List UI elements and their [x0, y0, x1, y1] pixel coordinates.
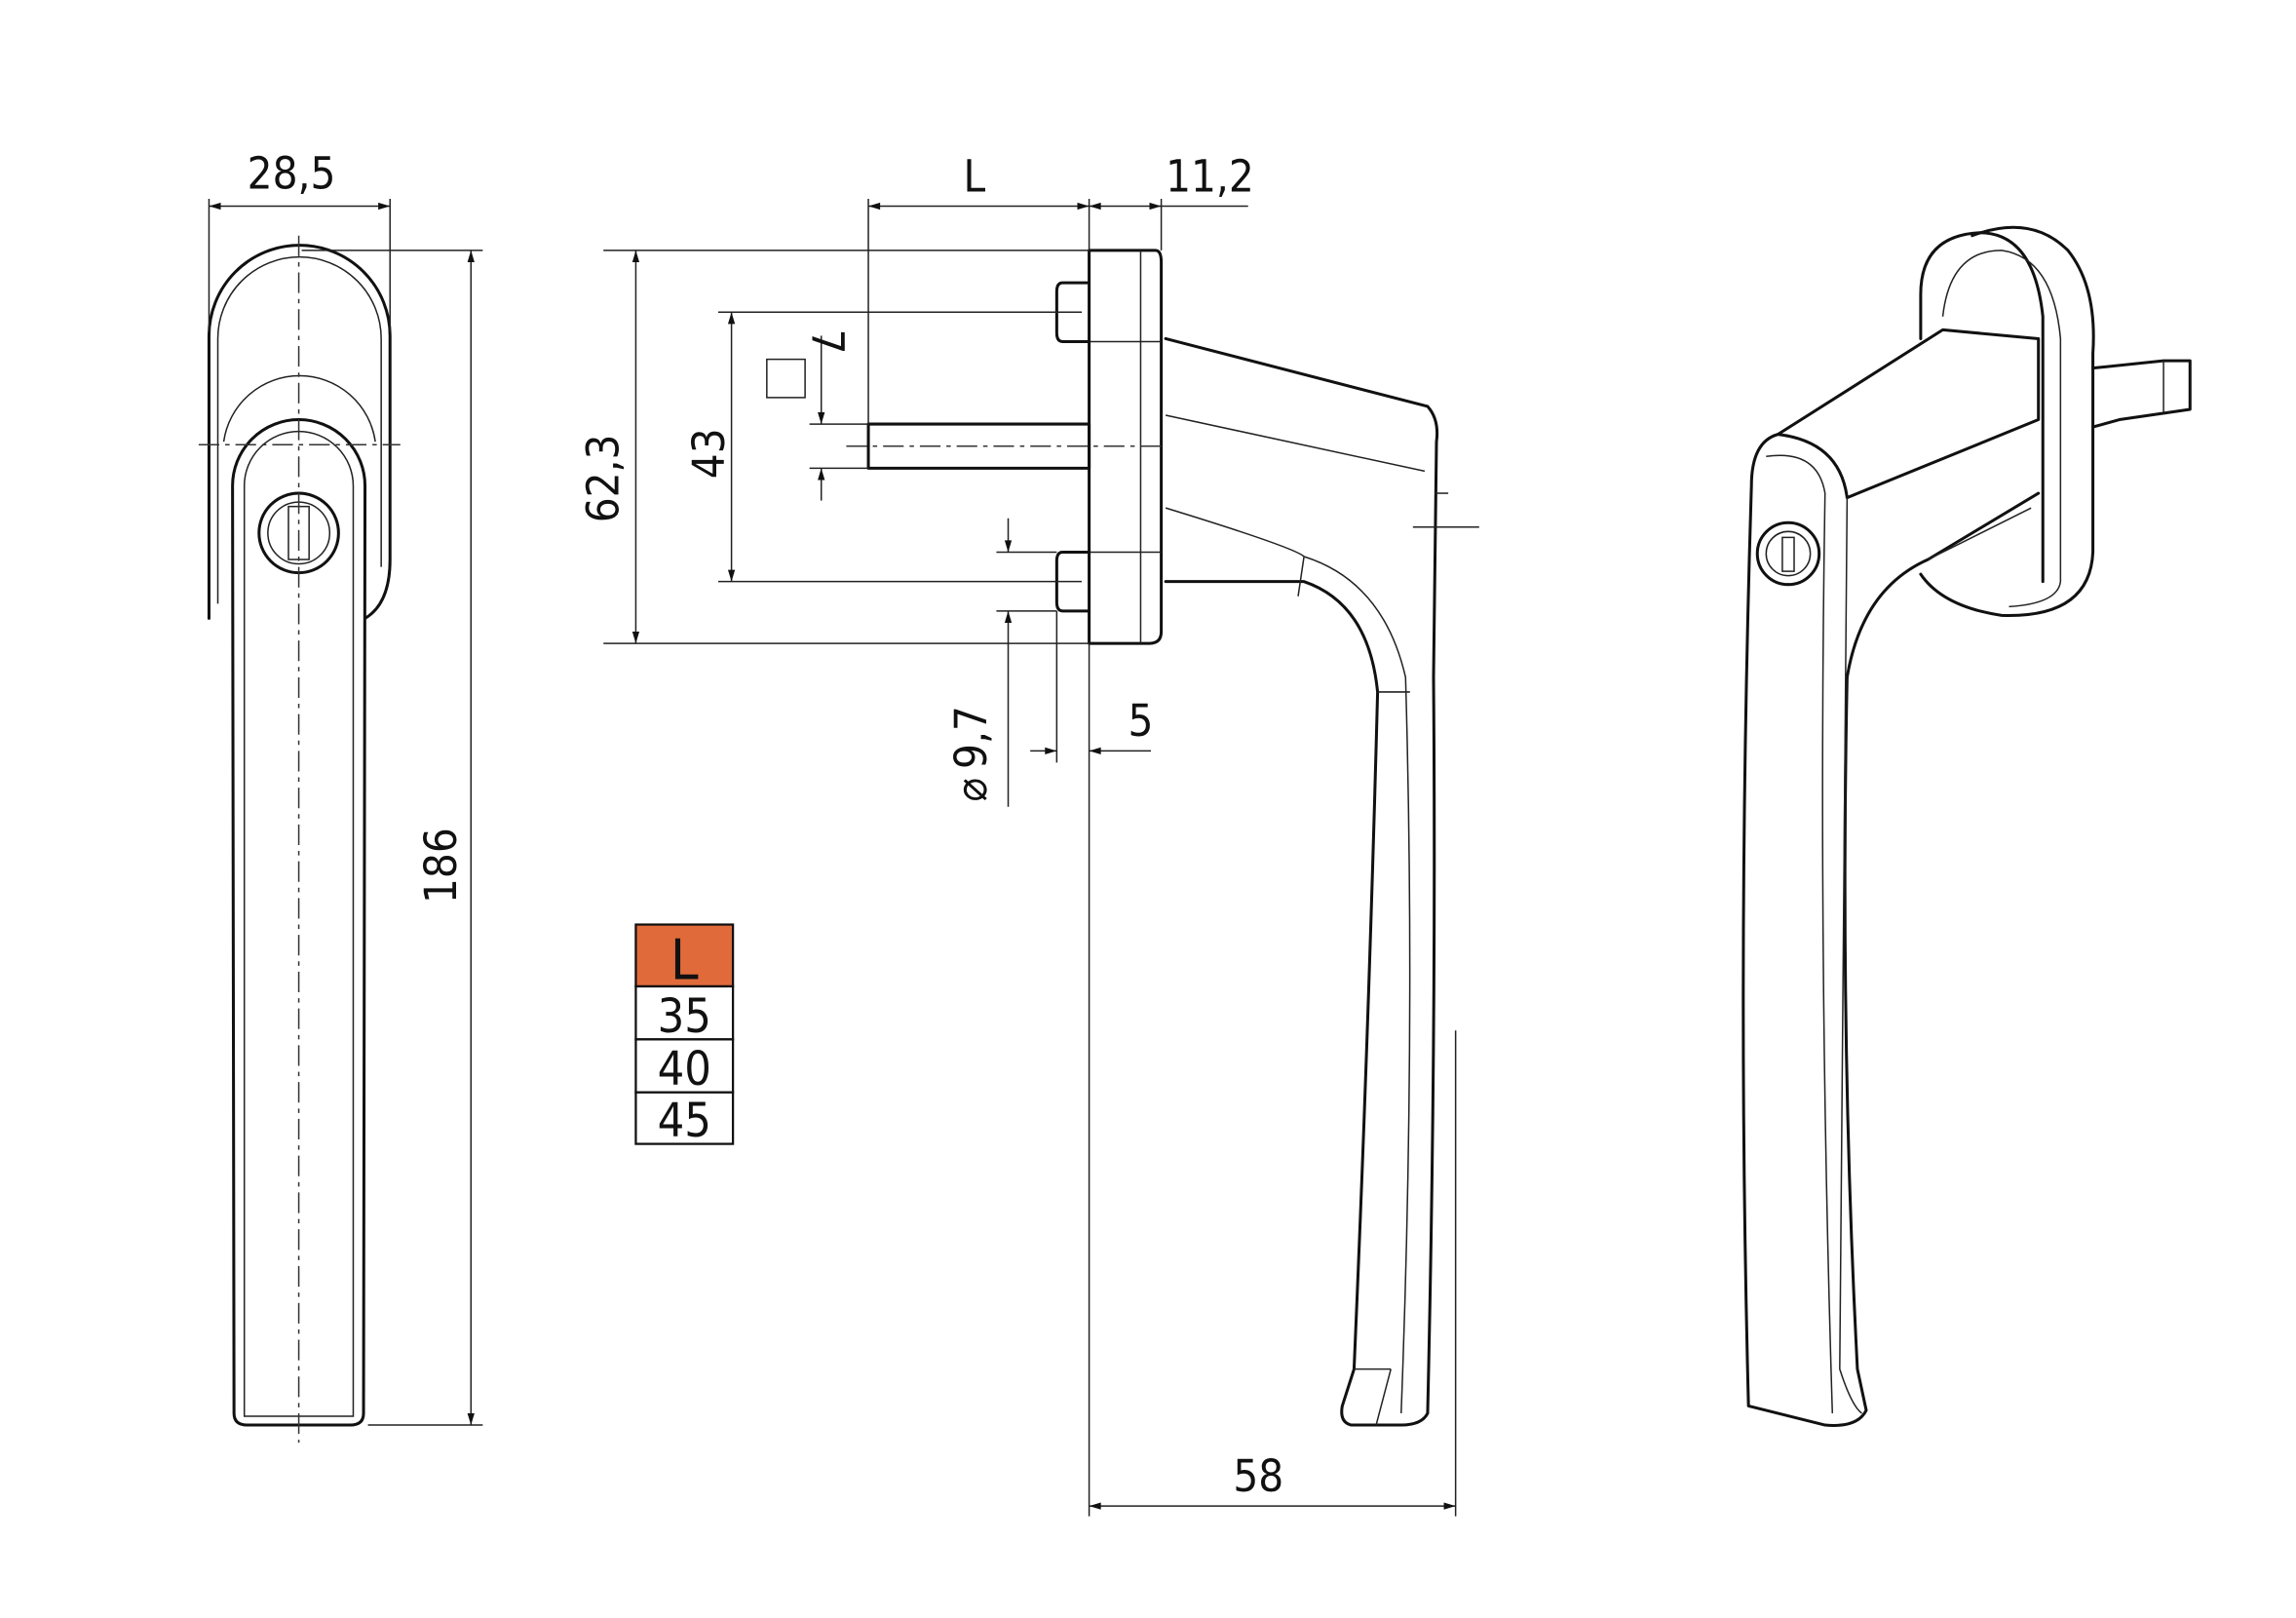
isometric-view	[1741, 225, 2192, 1427]
length-table-header-label: L	[670, 927, 699, 992]
dimension-pin-length: 5	[1128, 695, 1153, 747]
length-table-value: 35	[658, 989, 711, 1044]
dimension-spindle-square: 7	[802, 329, 854, 355]
front-view: 28,5 186	[198, 147, 483, 1444]
dimension-screw-spacing: 43	[683, 428, 735, 479]
dimension-height-total: 186	[415, 828, 467, 904]
diameter-symbol: ⌀	[945, 778, 997, 802]
lock-cylinder-icon-iso	[1755, 520, 1821, 587]
dimension-rosette-height: 62,3	[577, 435, 629, 523]
dimension-width-front: 28,5	[248, 147, 336, 199]
dimension-spindle-length: L	[963, 150, 985, 202]
svg-text:⌀9,7: ⌀ 9,7	[945, 706, 997, 801]
dimension-rosette-depth: 11,2	[1166, 150, 1254, 202]
square-symbol-icon	[766, 358, 806, 399]
length-table-value: 45	[658, 1094, 711, 1148]
length-table-value: 40	[658, 1042, 711, 1097]
dimension-pin-diameter: 9,7	[945, 706, 997, 769]
length-table-header	[634, 923, 735, 988]
dimension-projection: 58	[1233, 1450, 1283, 1502]
length-table: L 35 40 45	[634, 923, 735, 1148]
side-view: L 11,2 62,3 43 7 ⌀ 9,7 5 58	[577, 150, 1479, 1517]
